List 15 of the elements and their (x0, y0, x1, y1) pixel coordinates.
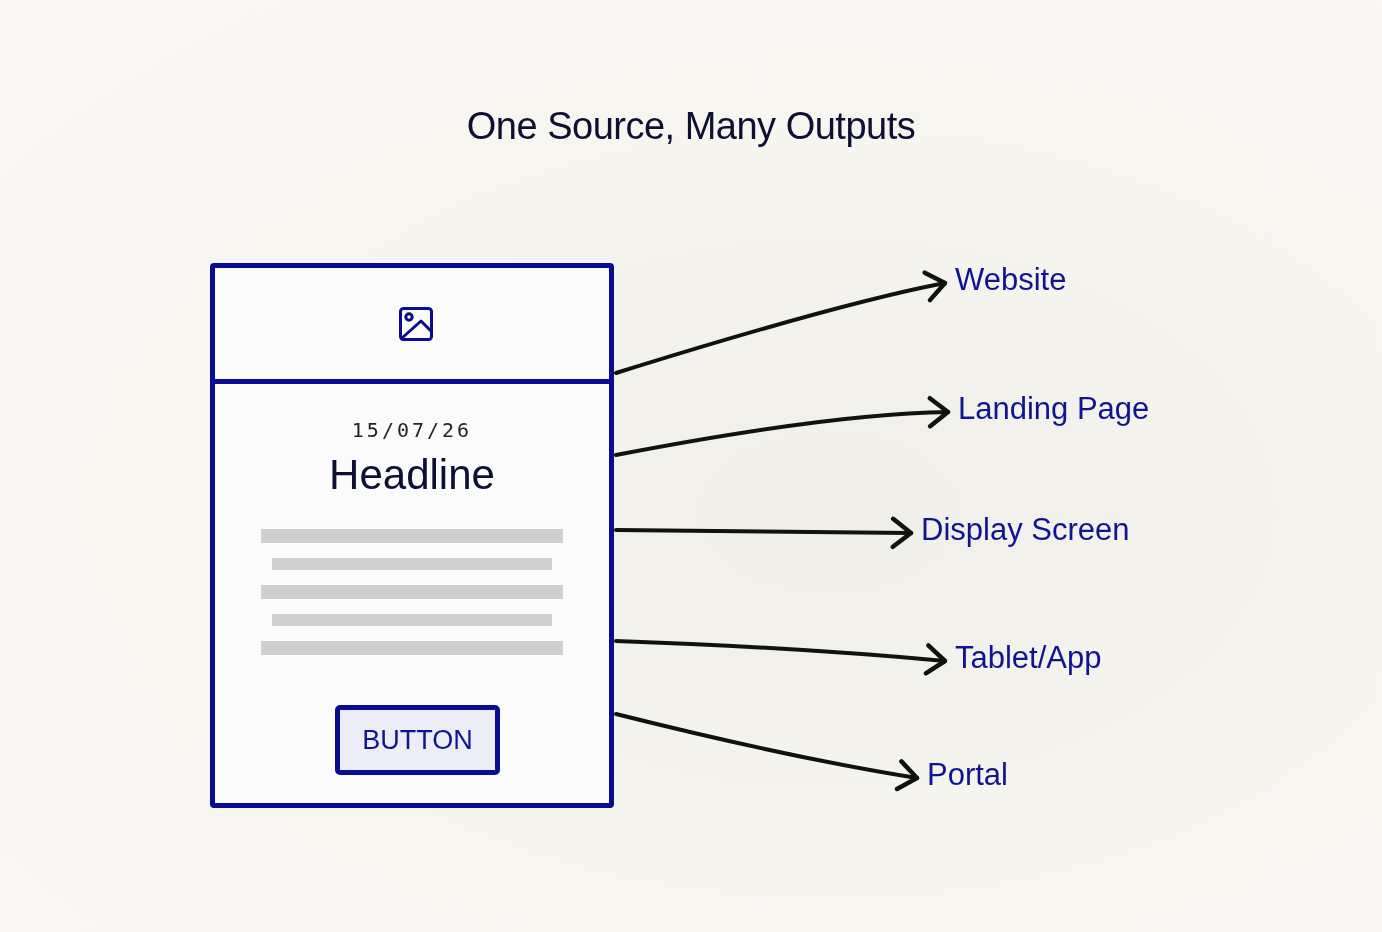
output-label: Landing Page (958, 391, 1150, 427)
diagram-title: One Source, Many Outputs (465, 105, 917, 148)
arrow (614, 270, 948, 375)
output-label: Tablet/App (955, 640, 1102, 676)
arrow (614, 639, 948, 676)
headline-text: Headline (328, 451, 496, 499)
output-label: Portal (927, 757, 1008, 793)
arrow (614, 516, 914, 550)
output-label: Display Screen (921, 512, 1130, 548)
output-label: Website (955, 262, 1067, 298)
arrow (614, 712, 920, 792)
content-card (210, 263, 614, 808)
date-text: 15/07/26 (350, 418, 474, 442)
button: BUTTON (335, 705, 500, 775)
arrow (614, 396, 951, 457)
